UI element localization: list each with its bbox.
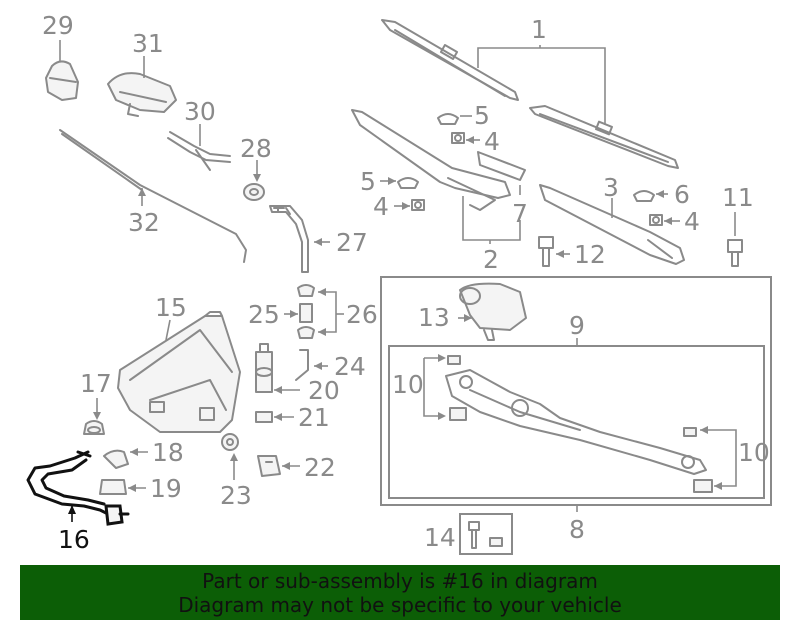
part-27-washer-hose[interactable] (269, 205, 309, 273)
callout-12: 12 (574, 240, 606, 269)
assembly-box-9 (388, 345, 765, 499)
part-21-grommet[interactable] (255, 411, 273, 423)
part-9-linkage[interactable] (445, 369, 707, 475)
part-20-washer-pump[interactable] (255, 343, 273, 393)
callout-29: 29 (42, 11, 74, 40)
banner-line-2: Diagram may not be specific to your vehi… (178, 593, 622, 617)
callout-3: 3 (603, 173, 619, 202)
part-2-wiper-arm-left[interactable] (351, 109, 526, 211)
callout-14: 14 (424, 523, 456, 552)
part-26-clips[interactable] (297, 284, 315, 339)
callout-21: 21 (298, 403, 330, 432)
part-4-nut-lower[interactable] (411, 199, 425, 211)
callout-20: 20 (308, 376, 340, 405)
callout-9: 9 (569, 311, 585, 340)
part-23-grommet[interactable] (221, 433, 239, 451)
leader-1 (477, 47, 606, 125)
part-30-hose[interactable] (167, 131, 231, 171)
callout-27: 27 (336, 228, 368, 257)
part-17-grommet[interactable] (83, 420, 105, 435)
callout-7: 7 (512, 199, 528, 228)
part-1-wiper-blades[interactable] (381, 19, 679, 169)
part-13-wiper-motor[interactable] (459, 282, 527, 341)
callout-25: 25 (248, 300, 280, 329)
callout-13: 13 (418, 303, 450, 332)
callout-15: 15 (155, 293, 187, 322)
assembly-box-8 (380, 276, 772, 506)
info-banner: Part or sub-assembly is #16 in diagram D… (20, 565, 780, 620)
part-31-nozzle-cover[interactable] (107, 72, 177, 117)
part-19-clip[interactable] (99, 479, 127, 495)
part-6-cap[interactable] (633, 190, 655, 202)
part-28-grommet[interactable] (243, 183, 265, 201)
part-32-hose-line[interactable] (59, 129, 247, 263)
banner-line-1: Part or sub-assembly is #16 in diagram (202, 569, 598, 593)
callout-22: 22 (304, 453, 336, 482)
callout-4a: 4 (484, 127, 500, 156)
part-10-grommets[interactable] (447, 355, 713, 493)
parts-diagram: 1 2 7 3 5 4 5 4 6 (26, 11, 772, 555)
callout-32: 32 (128, 208, 160, 237)
part-15-washer-reservoir[interactable] (117, 311, 241, 433)
part-16-washer-hose[interactable] (26, 450, 130, 526)
part-22-level-sensor[interactable] (257, 455, 281, 477)
callout-31: 31 (132, 29, 164, 58)
callout-6: 6 (674, 180, 690, 209)
part-4-nut-upper[interactable] (451, 132, 465, 144)
part-5-cap-upper[interactable] (437, 113, 459, 125)
part-29-cap[interactable] (45, 60, 79, 101)
callout-30: 30 (184, 97, 216, 126)
callout-16: 16 (58, 525, 90, 554)
callout-5a: 5 (474, 101, 490, 130)
part-24-hose-elbow[interactable] (295, 349, 309, 381)
callout-10b: 10 (738, 438, 770, 467)
callout-23: 23 (220, 481, 252, 510)
part-14-bolts[interactable] (468, 521, 503, 549)
callout-5b: 5 (360, 167, 376, 196)
callout-2: 2 (483, 245, 499, 274)
callout-10a: 10 (392, 370, 424, 399)
callout-1: 1 (531, 15, 547, 44)
callout-28: 28 (240, 134, 272, 163)
callout-19: 19 (150, 474, 182, 503)
part-4-nut-right[interactable] (649, 214, 663, 226)
callout-17: 17 (80, 369, 112, 398)
callout-18: 18 (152, 438, 184, 467)
callout-24: 24 (334, 352, 366, 381)
part-11-bolt[interactable] (727, 239, 743, 267)
part-5-cap-lower[interactable] (397, 177, 419, 189)
part-3-wiper-arm-right[interactable] (539, 184, 685, 265)
callout-11: 11 (722, 183, 754, 212)
callout-8: 8 (569, 515, 585, 544)
callout-4c: 4 (684, 207, 700, 236)
callout-4b: 4 (373, 192, 389, 221)
callout-26: 26 (346, 300, 378, 329)
part-14-box (459, 513, 513, 555)
part-18-hose-connector[interactable] (103, 449, 129, 469)
part-25-connector[interactable] (299, 303, 313, 323)
part-12-bolt[interactable] (538, 236, 554, 267)
